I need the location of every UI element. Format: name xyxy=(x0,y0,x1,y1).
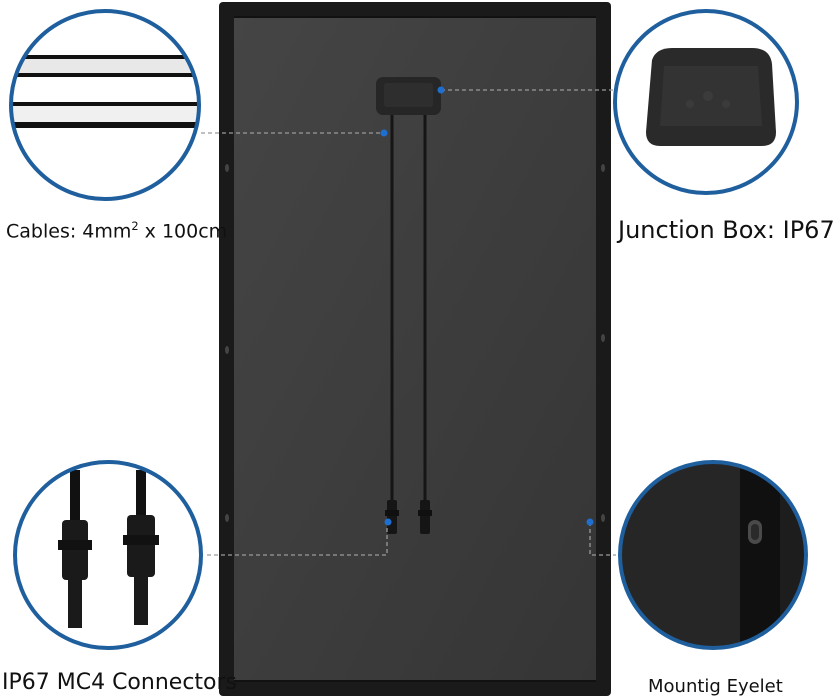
cables-label: Cables: 4mm2 x 100cm xyxy=(6,219,228,243)
junction-box-label: Junction Box: IP67 xyxy=(618,216,835,244)
frame-hole xyxy=(225,514,229,522)
connectors-detail-circle xyxy=(13,460,203,650)
product-illustration xyxy=(9,2,808,696)
leader-lines xyxy=(201,89,616,556)
frame-hole xyxy=(601,514,605,522)
frame-hole xyxy=(225,164,229,172)
panel-connector xyxy=(420,500,430,534)
eyelet-label: Mountig Eyelet xyxy=(648,676,783,697)
cables-detail-circle xyxy=(9,9,201,201)
marker-dots xyxy=(380,86,594,526)
frame-hole xyxy=(601,164,605,172)
panel-connector xyxy=(387,500,397,534)
connectors-label: IP67 MC4 Connectors xyxy=(2,670,238,695)
frame-hole xyxy=(225,346,229,354)
solar-panel xyxy=(219,2,611,696)
junction-box-detail-circle xyxy=(613,9,799,195)
panel-backsheet xyxy=(234,17,596,681)
frame-hole xyxy=(601,334,605,342)
eyelet-detail-circle xyxy=(618,460,808,650)
